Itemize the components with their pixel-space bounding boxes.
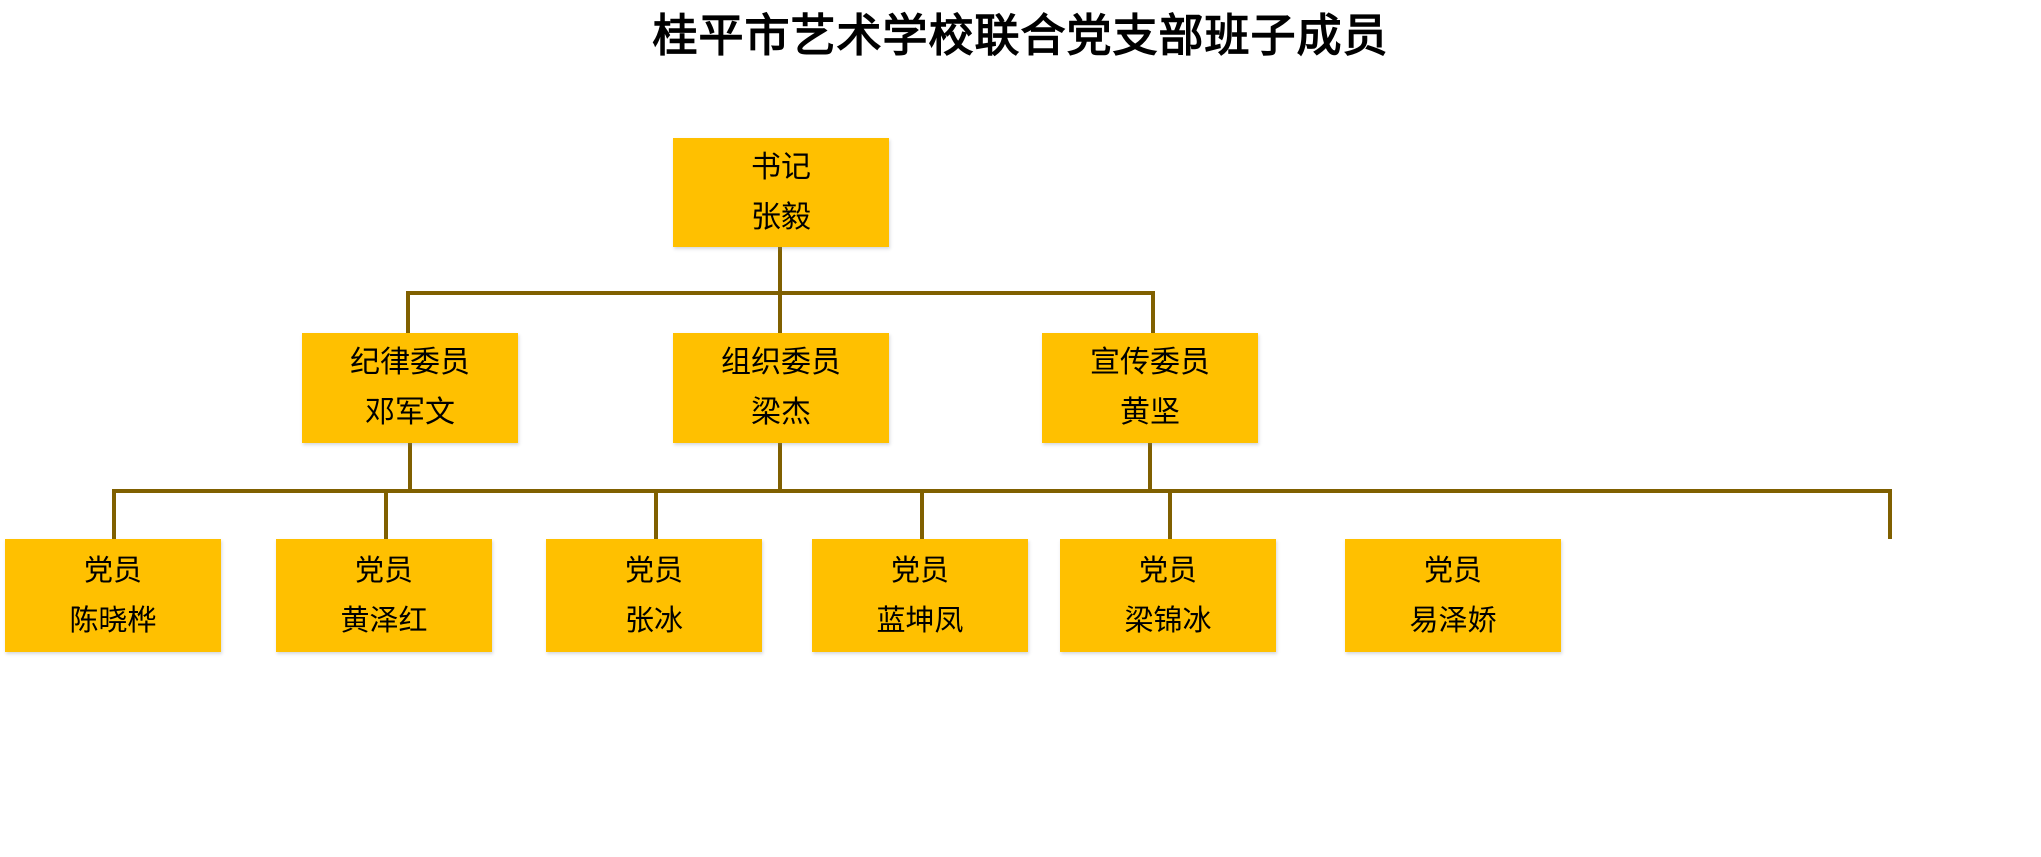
org-node-person: 邓军文 [365, 396, 455, 429]
org-node-person: 张毅 [751, 200, 811, 234]
org-node-person: 黄坚 [1120, 396, 1180, 429]
org-node-person: 易泽娇 [1409, 604, 1497, 637]
connector-drop-level3-2 [384, 489, 388, 539]
org-node-propaganda-member[interactable]: 宣传委员 黄坚 [1042, 333, 1258, 443]
org-node-member-2[interactable]: 党员 黄泽红 [276, 539, 492, 652]
org-node-member-6[interactable]: 党员 易泽娇 [1345, 539, 1561, 652]
org-node-discipline-member[interactable]: 纪律委员 邓军文 [302, 333, 518, 443]
connector-drop-level3-5 [1168, 489, 1172, 539]
connector-drop-level3-3 [654, 489, 658, 539]
org-node-role: 党员 [1423, 554, 1482, 587]
org-node-organization-member[interactable]: 组织委员 梁杰 [673, 333, 889, 443]
org-node-person: 陈晓桦 [69, 604, 157, 637]
org-node-role: 宣传委员 [1090, 346, 1210, 379]
org-node-member-3[interactable]: 党员 张冰 [546, 539, 762, 652]
connector-level3-bus [112, 489, 1892, 493]
connector-drop-level2-2 [778, 291, 782, 333]
org-node-member-5[interactable]: 党员 梁锦冰 [1060, 539, 1276, 652]
org-node-role: 党员 [1138, 554, 1197, 587]
connector-drop-level3-1 [112, 489, 116, 539]
connector-stem-level2-3 [1148, 443, 1152, 491]
org-node-member-1[interactable]: 党员 陈晓桦 [5, 539, 221, 652]
org-node-role: 书记 [751, 150, 811, 184]
org-node-person: 张冰 [624, 604, 683, 637]
org-node-person: 梁杰 [751, 396, 811, 429]
org-node-role: 党员 [624, 554, 683, 587]
org-node-role: 党员 [890, 554, 949, 587]
connector-stem-level2-2 [778, 443, 782, 491]
org-node-secretary[interactable]: 书记 张毅 [673, 138, 889, 247]
connector-drop-level2-1 [406, 291, 410, 333]
org-node-role: 党员 [354, 554, 413, 587]
connector-drop-level3-6 [1888, 489, 1892, 539]
connector-stem-level2-1 [408, 443, 412, 491]
page-title: 桂平市艺术学校联合党支部班子成员 [652, 9, 1389, 62]
org-node-member-4[interactable]: 党员 蓝坤凤 [812, 539, 1028, 652]
org-node-person: 蓝坤凤 [876, 604, 964, 637]
org-node-person: 黄泽红 [340, 604, 428, 637]
connector-drop-level3-4 [920, 489, 924, 539]
org-node-role: 组织委员 [721, 346, 841, 379]
org-node-role: 党员 [83, 554, 142, 587]
org-node-role: 纪律委员 [350, 346, 470, 379]
connector-root-stem [778, 247, 782, 293]
org-node-person: 梁锦冰 [1124, 604, 1212, 637]
connector-drop-level2-3 [1151, 291, 1155, 333]
